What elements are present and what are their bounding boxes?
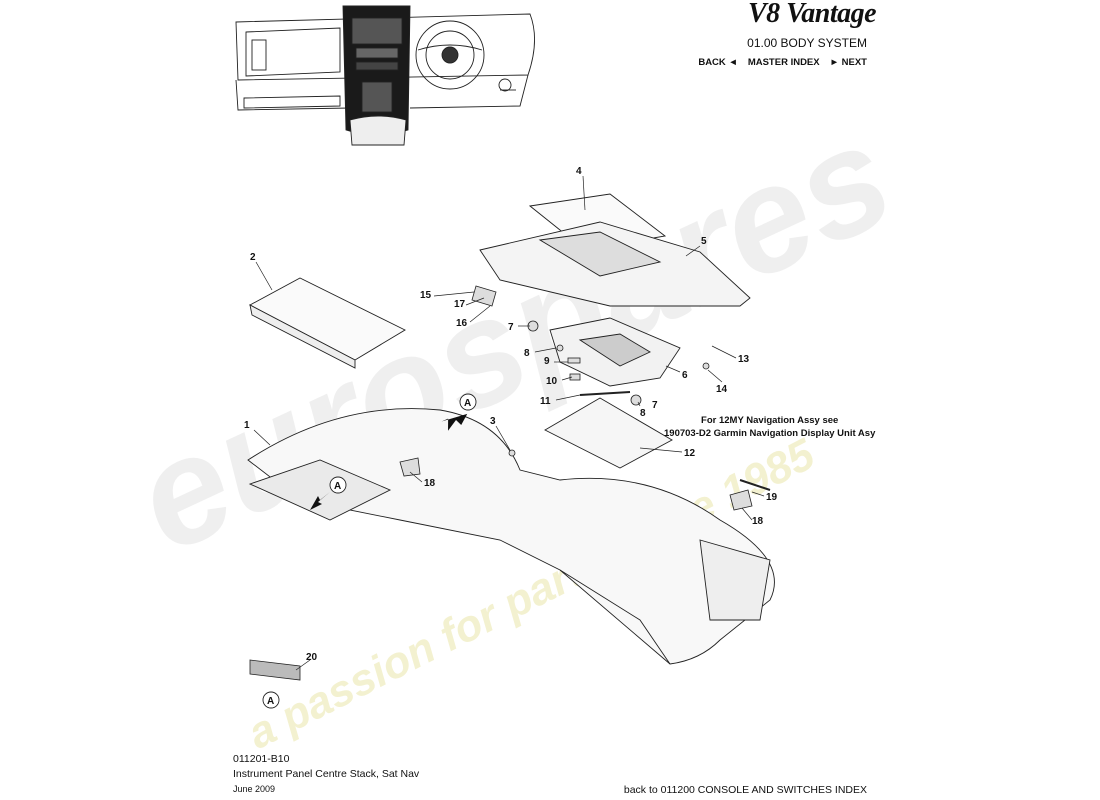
callout-2: 2	[250, 252, 256, 263]
part-6-bezel	[549, 317, 681, 387]
callout-18a: 18	[424, 478, 436, 489]
callout-6: 6	[682, 370, 688, 381]
callout-14: 14	[716, 384, 728, 395]
part-2-lid	[249, 277, 406, 369]
back-link[interactable]: BACK ◄	[698, 57, 738, 68]
note-line-1: For 12MY Navigation Assy see	[701, 415, 839, 426]
callout-3: 3	[490, 416, 496, 427]
diagram-title: Instrument Panel Centre Stack, Sat Nav	[233, 768, 420, 780]
callout-a2: A	[334, 481, 341, 492]
master-index-link[interactable]: MASTER INDEX	[747, 57, 820, 68]
brand-title: V8 Vantage	[748, 0, 877, 29]
callout-12: 12	[684, 448, 696, 459]
dashboard-thumbnail	[235, 5, 535, 146]
callout-11: 11	[540, 396, 551, 407]
callout-a3: A	[267, 696, 274, 707]
callout-8b: 8	[640, 408, 646, 419]
leader-lines	[253, 175, 765, 671]
navigation-note: For 12MY Navigation Assy see 190703-D2 G…	[664, 414, 875, 440]
small-parts	[249, 285, 771, 681]
nav-links: BACK ◄ MASTER INDEX ► NEXT	[698, 57, 867, 68]
view-arrows	[310, 413, 468, 510]
back-to-index-link[interactable]: back to 011200 CONSOLE AND SWITCHES INDE…	[623, 784, 867, 796]
callout-16: 16	[456, 318, 468, 329]
part-12-plate	[544, 397, 673, 469]
footer-info: 011201-B10 Instrument Panel Centre Stack…	[233, 752, 419, 797]
callout-7b: 7	[652, 400, 658, 411]
callout-20: 20	[306, 652, 318, 663]
diagram-date: June 2009	[233, 784, 276, 794]
callout-8a: 8	[524, 348, 530, 359]
next-link[interactable]: ► NEXT	[829, 57, 867, 68]
callout-18b: 18	[752, 516, 764, 527]
part-4-5-cover	[479, 193, 751, 307]
callout-19: 19	[766, 492, 778, 503]
callout-a1: A	[464, 398, 471, 409]
note-line-2: 190703-D2 Garmin Navigation Display Unit…	[664, 428, 876, 439]
callout-17: 17	[454, 299, 466, 310]
callout-15: 15	[420, 290, 432, 301]
callout-1: 1	[244, 420, 250, 431]
callout-4: 4	[576, 166, 582, 177]
part-1-centre-stack	[247, 408, 775, 665]
view-circles	[262, 393, 477, 709]
callout-10: 10	[546, 376, 558, 387]
diagram-code: 011201-B10	[233, 753, 290, 765]
callout-7a: 7	[508, 322, 514, 333]
callout-9: 9	[544, 356, 550, 367]
callout-13: 13	[738, 354, 750, 365]
system-title: 01.00 BODY SYSTEM	[747, 36, 867, 50]
callout-5: 5	[701, 236, 707, 247]
